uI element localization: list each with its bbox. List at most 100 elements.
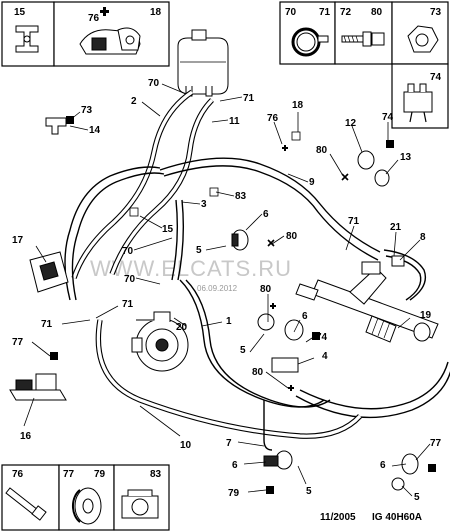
inset-label-83: 83 (150, 469, 162, 480)
callout-4: 4 (322, 351, 328, 362)
watermark-site: WWW.ELCATS.RU (90, 256, 292, 281)
callout-15: 15 (162, 224, 174, 235)
callout-5-middle: 5 (240, 345, 246, 356)
callout-9: 9 (309, 177, 315, 188)
callout-71-mid: 71 (122, 299, 134, 310)
callout-13: 13 (400, 152, 412, 163)
inset-label-77: 77 (63, 469, 75, 480)
plus-marker-icon (100, 7, 109, 16)
bracket-17 (29, 251, 69, 293)
callout-19: 19 (420, 310, 432, 321)
inset-top-right: 70 71 72 80 73 74 (279, 1, 449, 129)
clip-6-right (391, 453, 419, 491)
power-steering-pump (131, 311, 189, 372)
inset-label-76-bottom: 76 (12, 469, 24, 480)
callout-77-right: 77 (430, 438, 442, 449)
bracket-4 (271, 357, 299, 373)
hose-lines (64, 89, 427, 451)
callout-1: 1 (226, 316, 232, 327)
rack-boot (365, 315, 397, 343)
leader-lines (23, 83, 431, 497)
inset-box-76-bottom (1, 464, 60, 531)
inset-bottom-left: 76 77 79 83 (1, 464, 170, 531)
footer-code: IG 40H60A (372, 512, 422, 523)
callout-21: 21 (390, 222, 402, 233)
callout-7: 7 (226, 438, 232, 449)
steering-rack (295, 261, 439, 343)
callout-6-middle: 6 (302, 311, 308, 322)
callout-5-lower: 5 (306, 486, 312, 497)
callout-80-lower: 80 (252, 367, 264, 378)
callout-80-upper: 80 (286, 231, 298, 242)
callout-74-top: 74 (382, 112, 394, 123)
inset-label-15: 15 (14, 7, 26, 18)
clip-21 (391, 255, 405, 267)
inset-label-74: 74 (430, 72, 442, 83)
callout-83: 83 (235, 191, 247, 202)
callout-71-top: 71 (243, 93, 255, 104)
watermark-date: 06.09.2012 (197, 284, 238, 293)
callout-80-top: 80 (316, 145, 328, 156)
clip-6-lower (263, 450, 293, 470)
inset-label-79: 79 (94, 469, 106, 480)
callout-10: 10 (180, 440, 192, 451)
grommet-icon (121, 489, 159, 519)
callout-73: 73 (81, 105, 93, 116)
inset-label-70: 70 (285, 7, 297, 18)
inset-label-73: 73 (430, 7, 442, 18)
bracket-16 (9, 373, 67, 401)
callout-70-mid: 70 (122, 246, 134, 257)
fluid-reservoir (177, 29, 229, 97)
inset-top-left: 15 76 18 (1, 1, 170, 67)
washer-icon (71, 487, 102, 525)
callout-70-top: 70 (148, 78, 160, 89)
nut-icon (407, 25, 439, 53)
long-bolt-icon (5, 487, 47, 521)
callout-11: 11 (229, 116, 240, 127)
callout-14: 14 (89, 125, 101, 136)
callout-17: 17 (12, 235, 24, 246)
inset-label-76: 76 (88, 13, 100, 24)
callout-74-middle: 74 (316, 332, 328, 343)
callout-76: 76 (267, 113, 279, 124)
watermark: WWW.ELCATS.RU 06.09.2012 (90, 256, 292, 293)
inset-label-18: 18 (150, 7, 162, 18)
diagram-footer: 11/2005 IG 40H60A (320, 512, 422, 523)
clip-5-middle (257, 313, 275, 331)
callout-71-right: 71 (348, 216, 360, 227)
inset-label-71: 71 (319, 7, 331, 18)
clip-12-13 (357, 150, 390, 187)
callout-71-left: 71 (41, 319, 53, 330)
callout-80-mid: 80 (260, 284, 272, 295)
footer-date: 11/2005 (320, 512, 356, 523)
callout-5-upper: 5 (196, 245, 202, 256)
callout-20: 20 (176, 322, 188, 333)
callout-70-lower: 70 (124, 274, 136, 285)
callout-5-right: 5 (414, 492, 420, 503)
inset-label-80: 80 (371, 7, 383, 18)
callout-77-left: 77 (12, 337, 24, 348)
callout-79: 79 (228, 488, 240, 499)
bolt-icon (341, 31, 385, 47)
hose-bracket-icon (79, 27, 141, 55)
callout-labels: 2 70 71 73 14 11 76 18 12 74 80 13 9 83 … (12, 78, 442, 503)
clip-6-middle (284, 319, 304, 341)
callout-18: 18 (292, 100, 304, 111)
callout-12: 12 (345, 118, 357, 129)
clip-19 (413, 322, 431, 342)
inset-label-72: 72 (340, 7, 352, 18)
callout-16: 16 (20, 431, 32, 442)
callout-8: 8 (420, 232, 426, 243)
clip-6-upper (231, 229, 249, 251)
callout-6-right: 6 (380, 460, 386, 471)
clip-14 (45, 117, 67, 135)
callout-2: 2 (131, 96, 137, 107)
callout-6-lower: 6 (232, 460, 238, 471)
clip-part-icon (15, 25, 39, 53)
hose-clamp-icon (291, 27, 329, 57)
callout-3: 3 (201, 199, 207, 210)
callout-6-upper: 6 (263, 209, 269, 220)
markers (50, 116, 436, 494)
spring-clip-icon (403, 83, 433, 123)
